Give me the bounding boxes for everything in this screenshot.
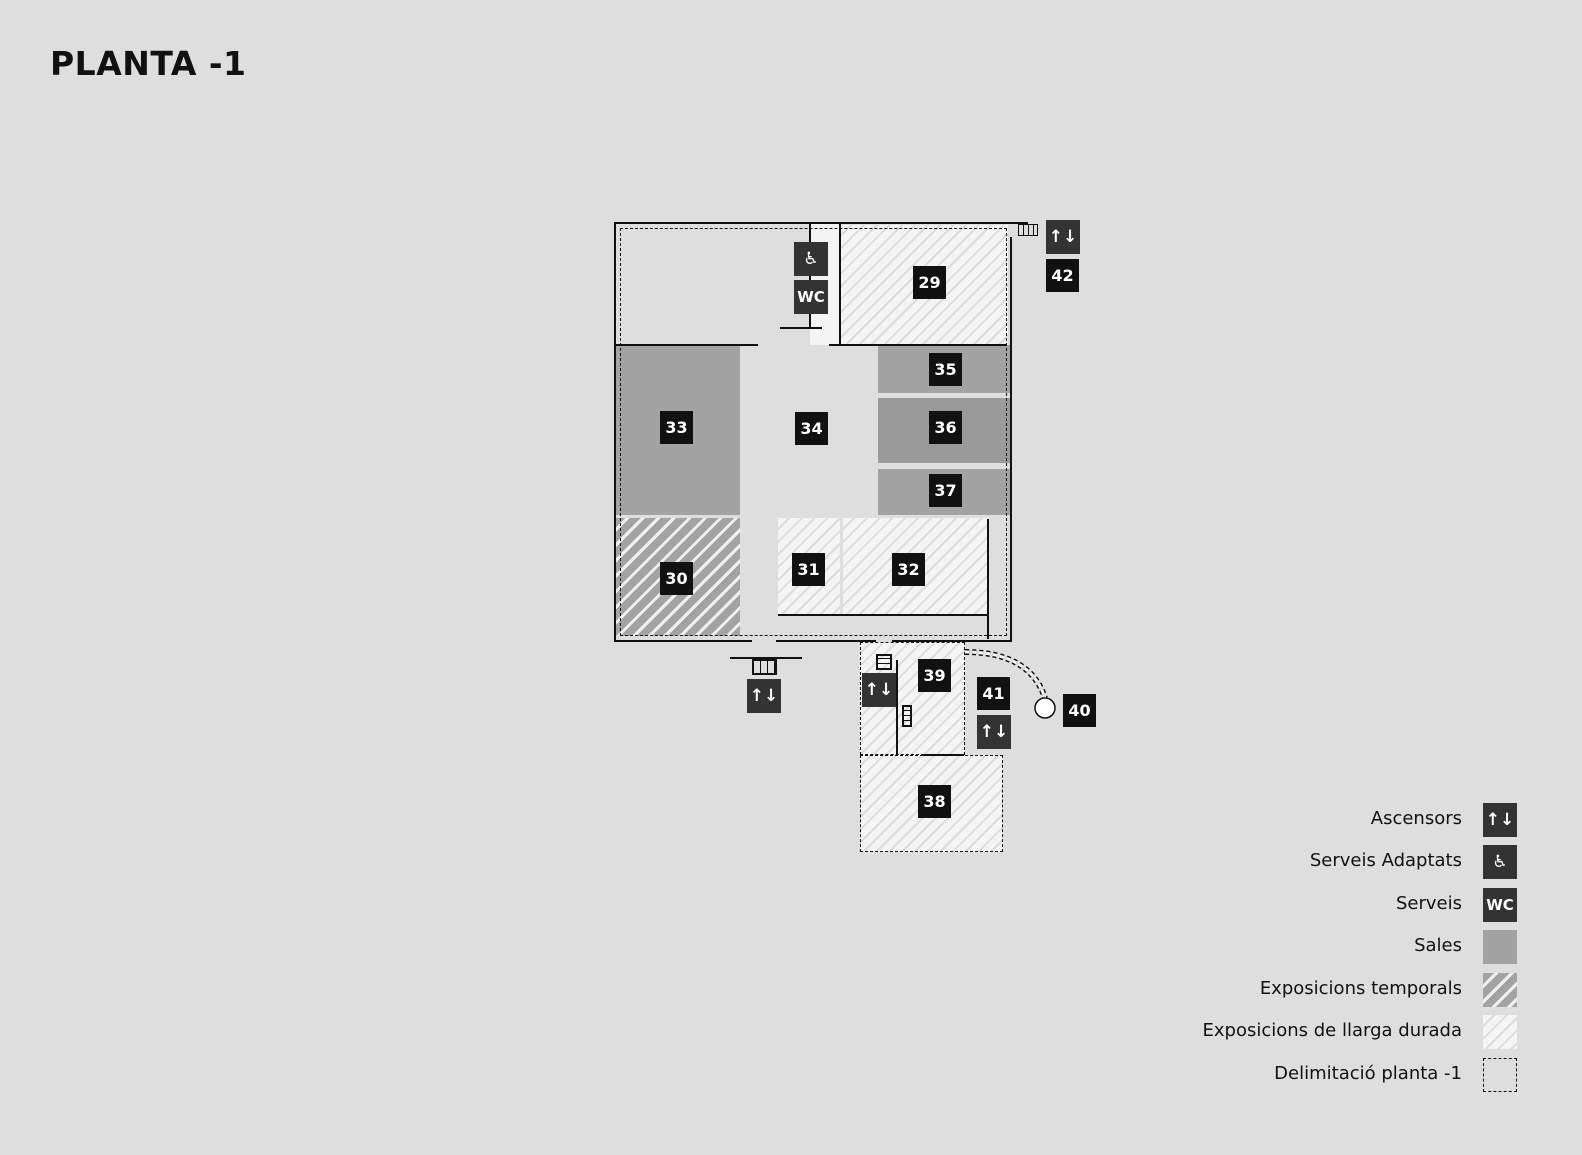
- legend-label: Exposicions de llarga durada: [1202, 1020, 1463, 1041]
- room-38-label[interactable]: 38: [918, 785, 951, 818]
- accessible-icon[interactable]: ♿: [794, 242, 828, 276]
- wc-icon: WC: [1483, 888, 1517, 922]
- wall: [614, 640, 752, 642]
- wall: [829, 344, 1007, 346]
- floor-boundary-swatch: [1483, 1058, 1517, 1092]
- wall: [780, 327, 822, 329]
- room-40-label[interactable]: 40: [1063, 694, 1096, 727]
- wc-icon[interactable]: WC: [794, 280, 828, 314]
- elevator-icon[interactable]: ↑↓: [747, 679, 781, 713]
- room-33-label[interactable]: 33: [660, 411, 693, 444]
- sales-swatch: [1483, 930, 1517, 964]
- stairs-icon: [1018, 224, 1038, 236]
- floor-boundary: [860, 642, 965, 755]
- room-30-label[interactable]: 30: [660, 562, 693, 595]
- room-39-label[interactable]: 39: [918, 659, 951, 692]
- floor-boundary: [620, 228, 1007, 636]
- room-31-label[interactable]: 31: [792, 553, 825, 586]
- legend-label: Serveis Adaptats: [1309, 850, 1462, 871]
- elevator-icon[interactable]: ↑↓: [977, 715, 1011, 749]
- legend-label: Delimitació planta -1: [1274, 1063, 1462, 1084]
- elevator-icon[interactable]: ↑↓: [862, 673, 896, 707]
- room-37-label[interactable]: 37: [929, 474, 962, 507]
- outdoor-path: [964, 649, 1056, 719]
- floor-boundary: [860, 755, 1003, 852]
- temporary-exhibitions-swatch: [1483, 973, 1517, 1007]
- stairs-icon: [876, 654, 892, 670]
- wall: [839, 222, 841, 345]
- stairs-icon: [752, 659, 777, 675]
- legend-label: Ascensors: [1370, 808, 1462, 829]
- wall: [776, 640, 876, 642]
- room-42-label[interactable]: 42: [1046, 259, 1079, 292]
- wall: [730, 657, 802, 659]
- room-35-label[interactable]: 35: [929, 353, 962, 386]
- room-41-label[interactable]: 41: [977, 677, 1010, 710]
- room-36-label[interactable]: 36: [929, 411, 962, 444]
- wall: [892, 640, 1012, 642]
- page-title: PLANTA -1: [50, 44, 247, 83]
- wall: [778, 614, 988, 616]
- wall: [614, 344, 758, 346]
- wall: [1010, 237, 1012, 642]
- elevator-icon[interactable]: ↑↓: [1046, 220, 1080, 254]
- room-32-label[interactable]: 32: [892, 553, 925, 586]
- legend-label: Exposicions temporals: [1259, 978, 1462, 999]
- elevator-icon: ↑↓: [1483, 803, 1517, 837]
- wall: [614, 222, 616, 642]
- room-29-label[interactable]: 29: [913, 266, 946, 299]
- long-term-exhibitions-swatch: [1483, 1015, 1517, 1049]
- room-34-label[interactable]: 34: [795, 412, 828, 445]
- wall: [614, 222, 1028, 224]
- legend-label: Serveis: [1395, 893, 1462, 914]
- legend-label: Sales: [1414, 935, 1462, 956]
- accessible-icon: ♿: [1483, 845, 1517, 879]
- wall: [987, 519, 989, 639]
- stairs-icon: [902, 705, 912, 727]
- wall: [896, 660, 898, 755]
